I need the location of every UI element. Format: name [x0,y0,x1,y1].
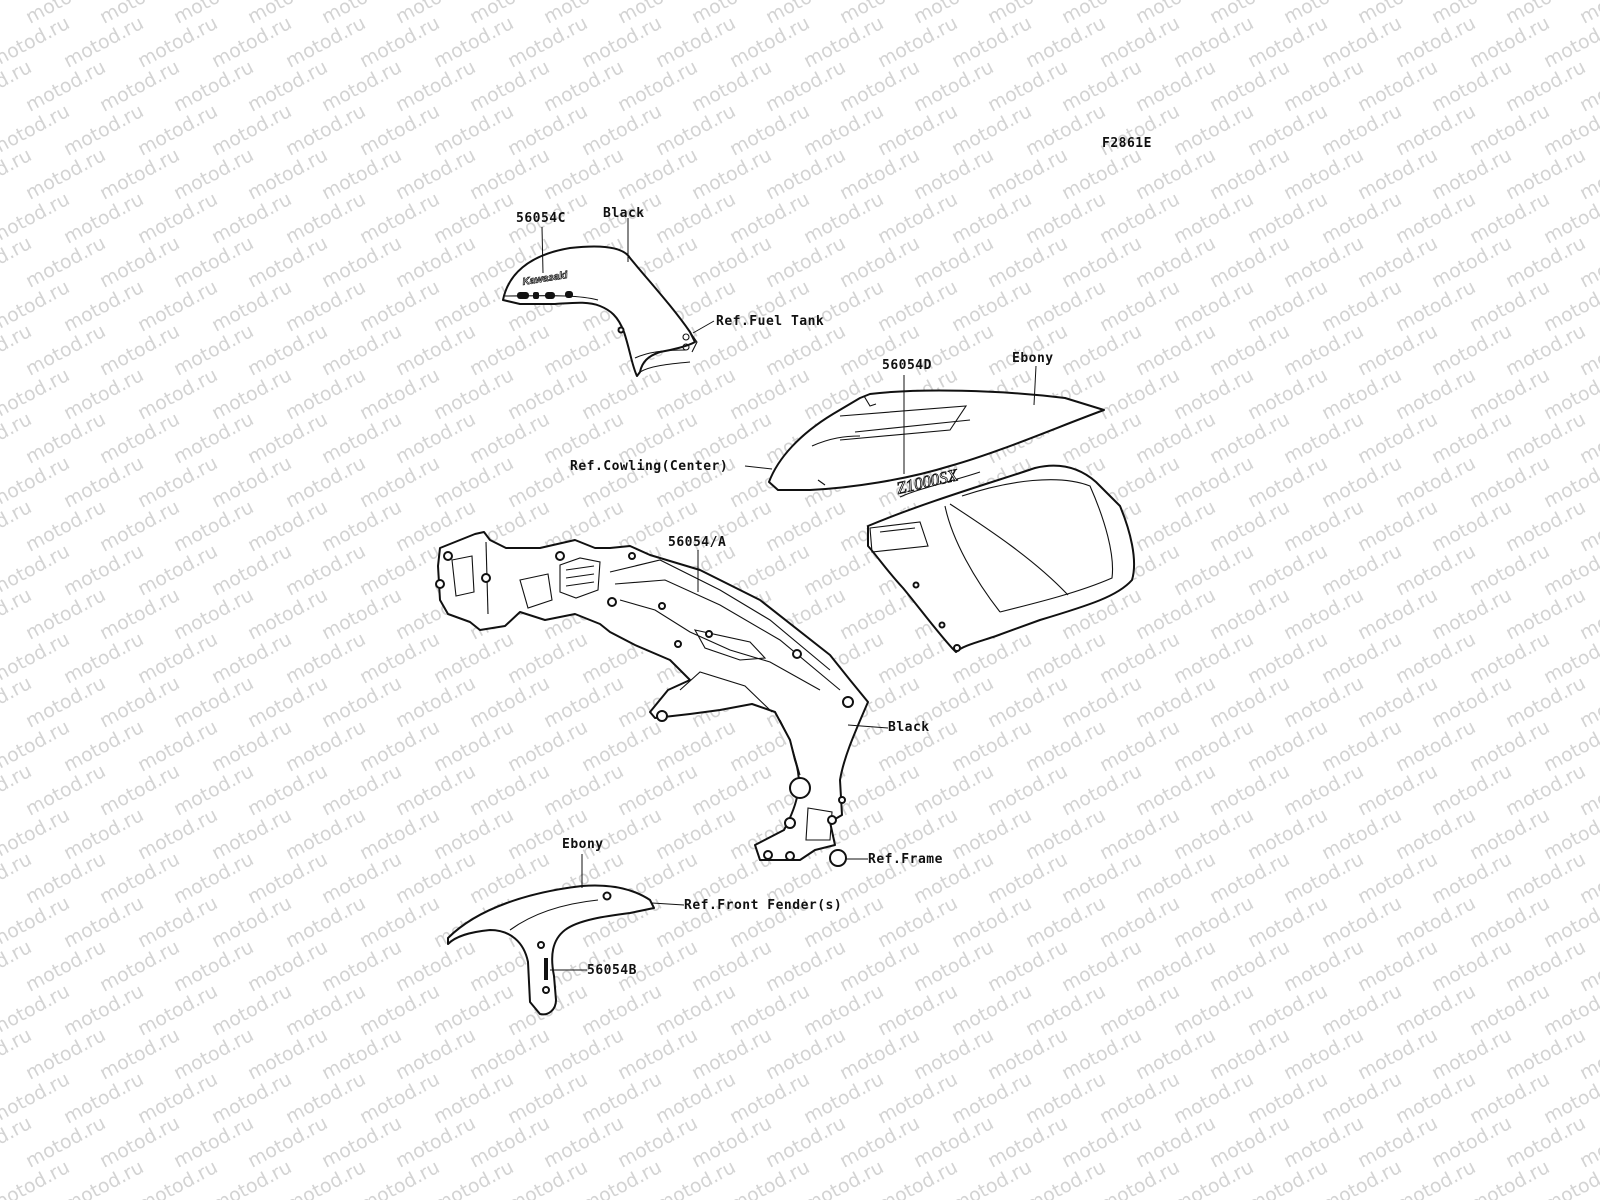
label-ref-fuel-tank: Ref.Fuel Tank [716,314,824,329]
fuel-tank-cover: Kawasaki [502,245,698,377]
label-56054c: 56054C [516,211,566,226]
label-color-frame: Black [888,720,930,735]
label-color-cowling: Ebony [1012,351,1054,366]
label-ref-frame: Ref.Frame [868,852,943,867]
watermark-text: motod.ru [1576,0,1600,28]
leader-lines [541,218,1037,971]
front-fender [447,884,655,1016]
side-fairing [867,464,1136,653]
callout-labels: 56054C Black Ref.Fuel Tank 56054D Ebony … [516,206,1054,978]
frame [435,531,869,867]
fender-decal [544,958,548,980]
label-56054b: 56054B [587,963,637,978]
tank-lower-decal [517,291,573,299]
label-color-tank: Black [603,206,645,221]
figure-code: F2861E [1102,136,1152,151]
label-color-fender: Ebony [562,837,604,852]
label-56054d: 56054D [882,358,932,373]
label-56054a: 56054/A [668,535,726,550]
label-ref-cowling: Ref.Cowling(Center) [570,459,728,474]
label-ref-front-fender: Ref.Front Fender(s) [684,898,842,913]
